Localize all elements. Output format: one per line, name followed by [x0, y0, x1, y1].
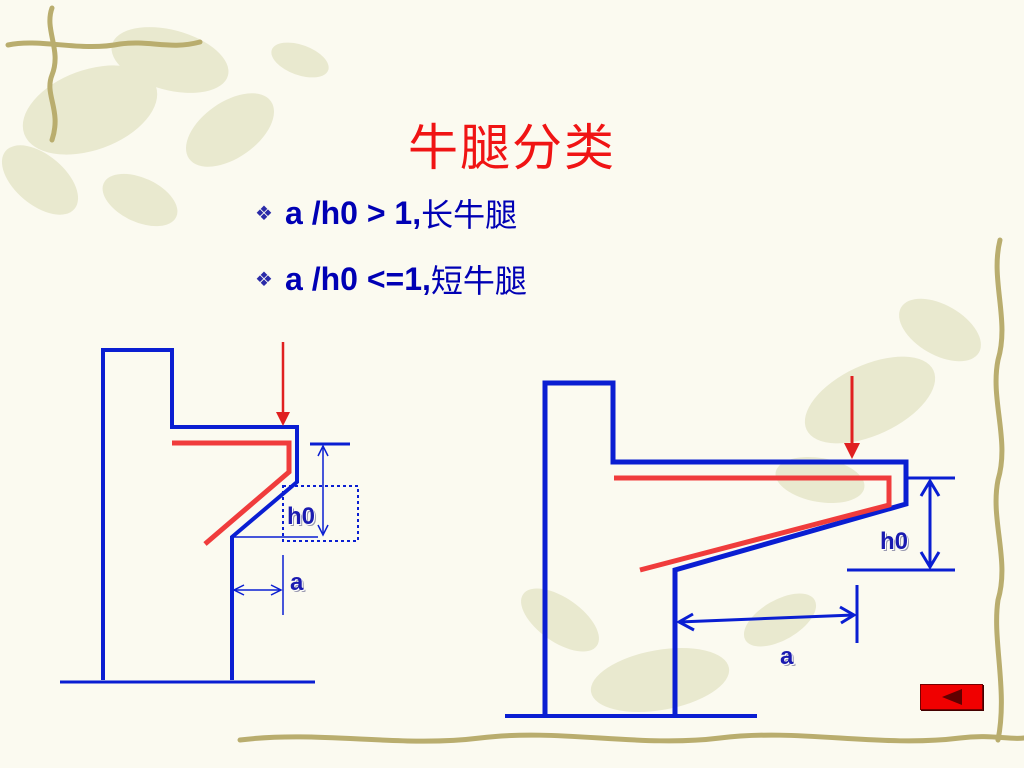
short-corbel-a-arrow-right: [270, 584, 283, 596]
short-corbel-load-arrowhead: [276, 412, 290, 426]
short-corbel-h0-arrow-down: [317, 524, 329, 537]
long-corbel-a-label: a: [780, 643, 794, 670]
short-corbel-figure: [60, 342, 359, 684]
triangle-left-icon: [942, 689, 962, 705]
long-corbel-a-dim: [678, 613, 855, 624]
short-corbel-h0-arrow-up: [317, 444, 329, 457]
bullet-long-corbel: ❖ a /h0 > 1, 长牛腿: [255, 180, 527, 246]
diamond-bullet-icon: ❖: [255, 202, 273, 225]
short-corbel-a-arrow-left: [232, 584, 245, 596]
long-corbel-h0-arrow-up: [919, 478, 941, 497]
bullet-formula: a /h0 > 1,: [285, 194, 422, 231]
long-corbel-load-arrowhead: [844, 443, 860, 459]
bullet-term: 长牛腿: [421, 196, 518, 234]
long-corbel-a-arrow-left: [675, 612, 695, 632]
long-corbel-h0-arrow-down: [919, 551, 941, 570]
page-title: 牛腿分类: [408, 119, 616, 177]
short-corbel-h0-label: h0: [287, 503, 316, 530]
long-corbel-figure: [505, 376, 955, 718]
bullet-short-corbel: ❖ a /h0 <=1, 短牛腿: [255, 246, 527, 312]
long-corbel-rebar: [614, 475, 892, 573]
long-corbel-outline: [542, 380, 909, 716]
diamond-bullet-icon: ❖: [255, 268, 273, 291]
short-corbel-outline: [101, 348, 299, 680]
long-corbel-h0-label: h0: [880, 528, 909, 555]
short-corbel-a-label: a: [290, 569, 304, 596]
short-corbel-dotted-box: [282, 485, 359, 542]
long-corbel-a-arrow-right: [839, 605, 857, 625]
bullet-list: ❖ a /h0 > 1, 长牛腿 ❖ a /h0 <=1, 短牛腿: [255, 180, 527, 312]
bullet-term: 短牛腿: [430, 262, 527, 300]
back-button[interactable]: [920, 684, 983, 710]
short-corbel-rebar: [172, 440, 292, 546]
bullet-formula: a /h0 <=1,: [285, 260, 431, 297]
